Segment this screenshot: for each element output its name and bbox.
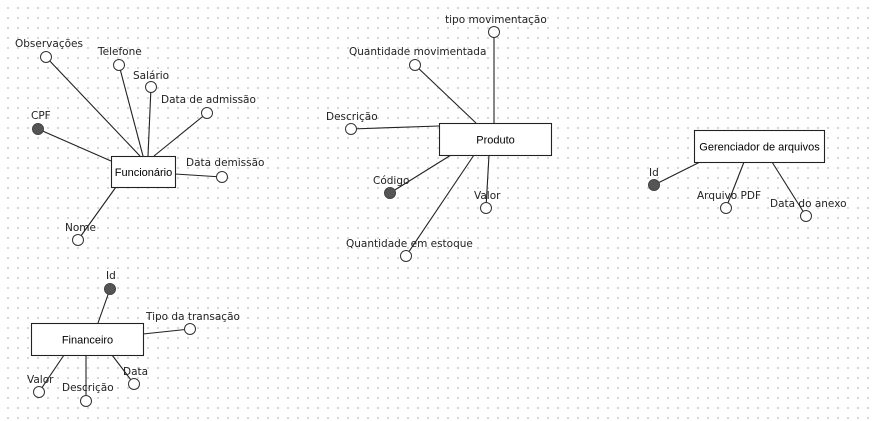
attribute-label-funcionario-cpf: CPF — [31, 110, 51, 122]
attribute-label-financeiro-valor: Valor — [27, 374, 54, 386]
key-attribute-gerenciador-id[interactable] — [648, 179, 660, 191]
attribute-label-funcionario-data-demissao: Data demissão — [186, 157, 264, 169]
entity-group-funcionario: Funcionário ObservaçõesTelefoneSalárioDat… — [15, 38, 264, 246]
connector-produto-codigo — [389, 154, 452, 194]
entity-produto[interactable] — [438, 122, 553, 157]
attribute-funcionario-salario[interactable] — [145, 81, 157, 93]
attribute-label-produto-codigo: Código — [373, 175, 409, 187]
attribute-funcionario-data-demissao[interactable] — [216, 171, 228, 183]
attribute-label-gerenciador-arquivo-pdf: Arquivo PDF — [697, 190, 761, 202]
entity-label-financeiro: Financeiro — [62, 335, 113, 347]
attribute-label-financeiro-descricao: Descrição — [62, 382, 114, 394]
connector-produto-quantidade-movimentada — [414, 64, 477, 124]
connector-produto-valor — [485, 154, 490, 209]
attribute-financeiro-valor[interactable] — [33, 386, 45, 398]
attribute-label-produto-valor: Valor — [474, 190, 501, 202]
entity-label-funcionario: Funcionário — [115, 167, 172, 179]
connector-funcionario-data-demissao — [174, 173, 223, 178]
attribute-label-funcionario-telefone: Telefone — [97, 46, 142, 58]
connector-financeiro-data — [111, 354, 135, 385]
connector-financeiro-tipo-da-transacao — [142, 328, 191, 335]
connector-funcionario-cpf — [37, 128, 112, 162]
attribute-funcionario-nome[interactable] — [72, 234, 84, 246]
attribute-label-gerenciador-id: Id — [649, 167, 659, 179]
attribute-label-produto-descricao: Descrição — [326, 111, 378, 123]
entity-label-gerenciador: Gerenciador de arquivos — [699, 142, 820, 154]
connector-gerenciador-data-do-anexo — [771, 161, 807, 217]
entity-label-produto: Produto — [476, 135, 515, 147]
attribute-financeiro-descricao[interactable] — [80, 395, 92, 407]
connector-funcionario-nome — [77, 186, 117, 241]
connector-gerenciador-arquivo-pdf — [725, 161, 745, 209]
connector-funcionario-data-de-admissao — [153, 112, 208, 157]
connector-funcionario-telefone — [118, 64, 144, 157]
attribute-financeiro-tipo-da-transacao[interactable] — [184, 323, 196, 335]
attribute-label-financeiro-tipo-da-transacao: Tipo da transação — [145, 311, 240, 323]
attribute-label-financeiro-data: Data — [123, 366, 148, 378]
connector-gerenciador-id — [653, 161, 701, 186]
attribute-gerenciador-data-do-anexo[interactable] — [800, 210, 812, 222]
attribute-label-gerenciador-data-do-anexo: Data do anexo — [770, 198, 847, 210]
attribute-produto-quantidade-em-estoque[interactable] — [400, 250, 412, 262]
attribute-label-funcionario-data-de-admissao: Data de admissão — [161, 94, 256, 106]
attribute-produto-quantidade-movimentada[interactable] — [409, 59, 421, 71]
entity-financeiro[interactable] — [30, 322, 145, 357]
key-attribute-financeiro-id[interactable] — [104, 283, 116, 295]
attribute-label-produto-quantidade-em-estoque: Quantidade em estoque — [346, 238, 473, 250]
connector-financeiro-id — [97, 288, 111, 324]
attribute-label-funcionario-observacoes: Observações — [15, 38, 83, 50]
connector-financeiro-valor — [38, 354, 65, 393]
attribute-funcionario-telefone[interactable] — [113, 59, 125, 71]
connector-funcionario-observacoes — [45, 56, 141, 157]
key-attribute-funcionario-cpf[interactable] — [32, 123, 44, 135]
key-attribute-produto-codigo[interactable] — [384, 187, 396, 199]
attribute-funcionario-observacoes[interactable] — [40, 51, 52, 63]
attribute-financeiro-data[interactable] — [128, 378, 140, 390]
connector-funcionario-salario — [147, 86, 152, 157]
attribute-produto-valor[interactable] — [480, 202, 492, 214]
attribute-label-funcionario-salario: Salário — [133, 70, 169, 82]
entity-funcionario[interactable] — [110, 155, 177, 189]
attribute-label-funcionario-nome: Nome — [65, 222, 96, 234]
entity-gerenciador[interactable] — [693, 129, 826, 164]
attribute-produto-descricao[interactable] — [345, 123, 357, 135]
attribute-funcionario-data-de-admissao[interactable] — [201, 107, 213, 119]
attribute-gerenciador-arquivo-pdf[interactable] — [720, 202, 732, 214]
connector-produto-quantidade-em-estoque — [405, 154, 475, 257]
connector-produto-descricao — [350, 125, 440, 130]
attribute-produto-tipo-movimentacao[interactable] — [488, 26, 500, 38]
attribute-label-produto-quantidade-movimentada: Quantidade movimentada — [349, 46, 486, 58]
attribute-label-financeiro-id: Id — [106, 270, 116, 282]
attribute-label-produto-tipo-movimentacao: tipo movimentação — [445, 14, 547, 26]
